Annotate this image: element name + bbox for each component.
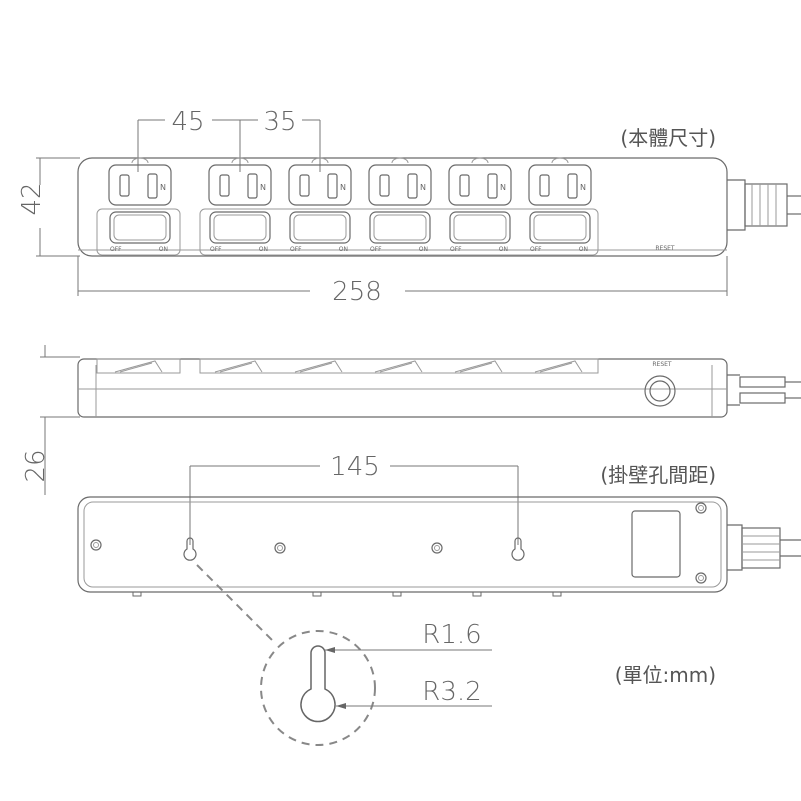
dim-145-label: 145	[330, 452, 380, 482]
dim-35-label: 35	[263, 107, 296, 137]
outlet-1: N OFF ON	[108, 157, 172, 253]
unit-label: (單位:mm)	[615, 663, 716, 687]
socket-n-mark: N	[500, 183, 506, 192]
bottom-view: 145 (掛壁孔間距)	[77, 452, 801, 597]
label-plate	[631, 510, 681, 578]
keyhole-right-icon	[511, 537, 525, 561]
side-switch-4	[374, 360, 423, 373]
switch-off-label: OFF	[110, 246, 122, 253]
screw-icons	[90, 502, 707, 584]
side-reset-label: RESET	[652, 361, 672, 368]
switch-off-label: OFF	[370, 246, 382, 253]
switch-off-label: OFF	[530, 246, 542, 253]
switch-button[interactable]	[369, 211, 431, 244]
switch-off-label: OFF	[290, 246, 302, 253]
socket-n-mark: N	[420, 183, 426, 192]
switch-on-label: ON	[339, 246, 348, 253]
keyhole-left-icon	[183, 537, 197, 561]
side-switch-3	[294, 360, 343, 373]
switch-off-label: OFF	[210, 246, 222, 253]
switch-button[interactable]	[529, 211, 591, 244]
dim-42-label: 42	[17, 182, 47, 215]
side-cable-icon	[727, 374, 801, 406]
switch-button[interactable]	[449, 211, 511, 244]
strip-body-top	[77, 157, 728, 257]
radius-large-label: R3.2	[422, 677, 481, 707]
bottom-cable-icon	[727, 524, 801, 571]
switch-on-label: ON	[259, 246, 268, 253]
dim-45-label: 45	[171, 107, 204, 137]
cable-icon	[727, 179, 801, 231]
outlet-5: N OFF ON	[448, 157, 512, 253]
socket-icon	[368, 164, 432, 206]
side-view: RESET 26	[21, 345, 801, 495]
keyhole-detail-icon	[300, 645, 336, 723]
pitch-dimension: 45 35	[137, 107, 321, 172]
socket-n-mark: N	[160, 183, 166, 192]
strip-body-bottom	[77, 496, 728, 593]
hole-spacing-label: (掛壁孔間距)	[600, 463, 716, 487]
switch-off-label: OFF	[450, 246, 462, 253]
dim-26-label: 26	[21, 449, 51, 482]
switch-on-label: ON	[499, 246, 508, 253]
switch-button[interactable]	[209, 211, 271, 244]
outlet-2: N OFF ON	[208, 157, 272, 253]
switch-on-label: ON	[419, 246, 428, 253]
reset-button-icon	[644, 375, 676, 407]
socket-n-mark: N	[340, 183, 346, 192]
socket-icon	[448, 164, 512, 206]
switch-button[interactable]	[289, 211, 351, 244]
outlets: N OFF ON N OFF ON N OFF ON N OFF ON N OFF ON N OFF ON	[108, 157, 592, 253]
radius-small-label: R1.6	[422, 620, 481, 650]
side-switch-2	[214, 360, 263, 373]
detail-circle	[260, 630, 376, 746]
keyhole-detail: R1.6 R3.2 (單位:mm)	[196, 564, 716, 746]
reset-label: RESET	[655, 245, 675, 252]
side-switch-5	[454, 360, 503, 373]
socket-n-mark: N	[580, 183, 586, 192]
top-view: 45 35 (本體尺寸) 42 N OFF ON N OFF ON N OFF ON N OFF ON…	[17, 107, 801, 307]
socket-icon	[288, 164, 352, 206]
side-switch-6	[534, 360, 583, 373]
switch-button[interactable]	[109, 211, 171, 244]
outlet-3: N OFF ON	[288, 157, 352, 253]
socket-icon	[108, 164, 172, 206]
strip-body-side	[77, 358, 728, 418]
side-switch-1	[114, 360, 163, 373]
switch-on-label: ON	[579, 246, 588, 253]
socket-n-mark: N	[260, 183, 266, 192]
socket-icon	[528, 164, 592, 206]
body-size-label: (本體尺寸)	[620, 126, 716, 150]
side-switches	[96, 358, 599, 374]
socket-icon	[208, 164, 272, 206]
outlet-6: N OFF ON	[528, 157, 592, 253]
dim-258-label: 258	[332, 277, 382, 307]
outlet-4: N OFF ON	[368, 157, 432, 253]
switch-on-label: ON	[159, 246, 168, 253]
